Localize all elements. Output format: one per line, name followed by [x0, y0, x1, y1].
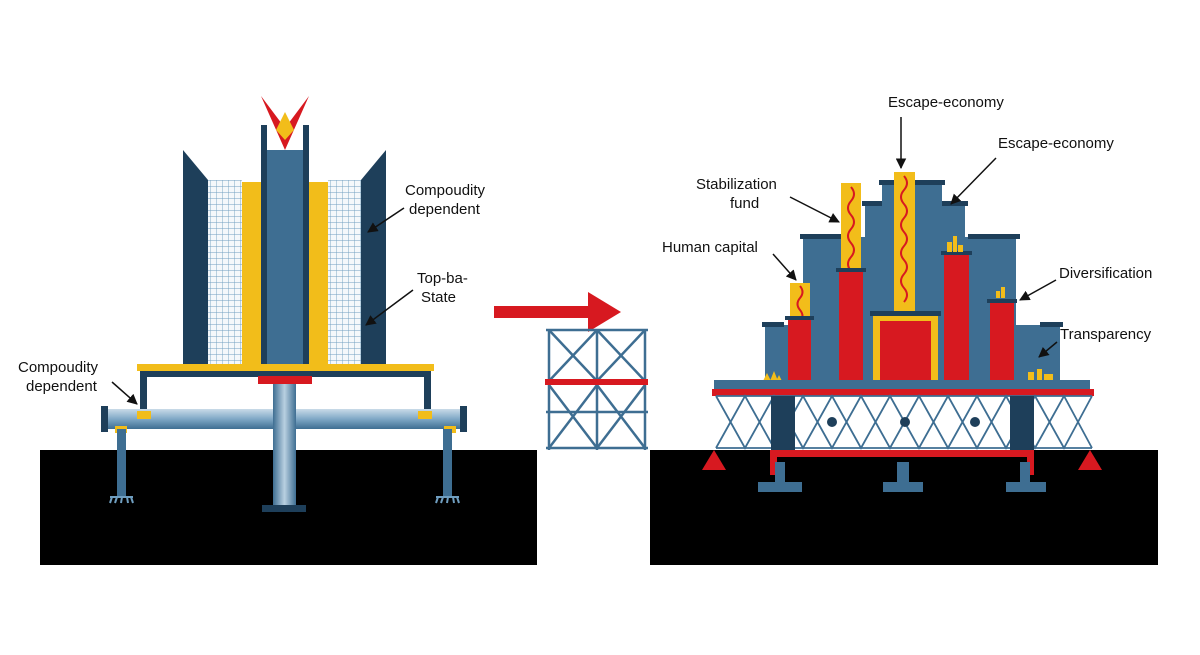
- flame-core: [276, 112, 294, 140]
- left-leg: [117, 429, 126, 497]
- tower-yellow-center: [894, 172, 915, 312]
- tier-mid-cap-right: [968, 234, 1020, 239]
- label-stabilization-line1: Stabilization: [696, 176, 777, 193]
- red-support-right: [1078, 450, 1102, 470]
- deck-frame-right: [424, 371, 431, 415]
- red-column-left-mid-cap: [836, 268, 866, 272]
- pipe-flange-right: [460, 406, 467, 432]
- base-frame-top: [770, 450, 1034, 457]
- truss-node-1: [827, 417, 837, 427]
- joint-left: [137, 411, 151, 419]
- label-stabilization: Stabilization fund: [696, 176, 840, 223]
- platform-red-rail: [712, 389, 1094, 396]
- label-top-state-line1: Top-ba-: [417, 270, 468, 287]
- label-human-capital: Human capital: [662, 239, 797, 281]
- left-structure: [101, 96, 467, 512]
- red-support-left: [702, 450, 726, 470]
- left-wing-panel: [183, 150, 208, 365]
- label-escape-top-text: Escape-economy: [888, 94, 1004, 111]
- label-stabilization-line2: fund: [730, 195, 759, 212]
- label-commodity-bottom-line2: dependent: [26, 378, 98, 395]
- central-tower-rim-right: [303, 125, 309, 365]
- tier-mid-cap-left: [800, 234, 842, 239]
- gold-icon-small: [996, 287, 1005, 298]
- foot-center: [883, 462, 923, 492]
- tower-yellow-left: [841, 183, 861, 271]
- red-column-right: [990, 302, 1014, 383]
- label-transparency-text: Transparency: [1060, 326, 1152, 343]
- base-frame-left: [770, 450, 777, 475]
- left-grid-panel: [208, 180, 242, 365]
- leader-commodity-bottom: [111, 381, 138, 405]
- label-top-state: Top-ba- State: [365, 270, 468, 326]
- joint-right: [418, 411, 432, 419]
- pipe-flange-left: [101, 406, 108, 432]
- right-foot: [435, 496, 460, 504]
- red-column-left-mid: [839, 271, 863, 383]
- gold-icon-left: [763, 371, 782, 381]
- right-arrow-icon: [494, 292, 621, 332]
- red-bearing: [258, 376, 312, 384]
- leader-human-capital: [772, 253, 797, 281]
- red-column-right-cap: [987, 299, 1017, 303]
- leader-escape-right: [950, 157, 997, 205]
- truss-column-left: [771, 396, 795, 450]
- right-yellow-column: [309, 182, 328, 365]
- red-column-left: [788, 319, 811, 383]
- central-gate-cap: [870, 311, 941, 316]
- squiggle-left: [847, 186, 855, 272]
- leader-diversification: [1019, 279, 1057, 301]
- central-post-base: [262, 505, 306, 512]
- base-frame-right: [1027, 450, 1034, 475]
- central-tower-rim-left: [261, 125, 267, 365]
- left-yellow-column: [242, 182, 261, 365]
- leader-commodity-top: [367, 207, 405, 233]
- right-leg: [443, 429, 452, 497]
- foot-right: [1006, 462, 1046, 492]
- squiggle-center: [900, 175, 908, 303]
- deck-frame-top: [140, 371, 431, 377]
- red-column-right-mid: [944, 254, 969, 383]
- tier-upper-cap-left: [862, 201, 882, 206]
- label-transparency: Transparency: [1038, 326, 1152, 358]
- right-structure: [702, 172, 1102, 492]
- leader-stabilization: [789, 196, 840, 223]
- leader-top-state: [365, 289, 414, 326]
- scaffold-icon: [545, 328, 648, 450]
- central-post: [273, 384, 296, 509]
- label-escape-right-text: Escape-economy: [998, 135, 1114, 152]
- label-escape-top: Escape-economy: [888, 94, 1004, 170]
- label-commodity-bottom: Compoudity dependent: [18, 359, 138, 405]
- label-escape-right: Escape-economy: [950, 135, 1114, 205]
- gold-icon-right: [1028, 369, 1053, 381]
- gold-icon-column: [947, 236, 963, 252]
- tier-outer-left-cap: [762, 322, 784, 327]
- label-human-capital-text: Human capital: [662, 239, 758, 256]
- truss-node-2: [900, 417, 910, 427]
- label-top-state-line2: State: [421, 289, 456, 306]
- left-foot: [109, 496, 134, 504]
- right-grid-panel: [328, 180, 361, 365]
- truss-node-3: [970, 417, 980, 427]
- red-column-right-mid-cap: [941, 251, 972, 255]
- central-gate: [880, 321, 931, 383]
- upper-deck: [137, 364, 434, 371]
- label-diversification-text: Diversification: [1059, 265, 1152, 282]
- central-tower: [261, 150, 309, 365]
- red-column-left-cap: [785, 316, 814, 320]
- label-commodity-top: Compoudity dependent: [367, 182, 486, 233]
- label-commodity-bottom-line1: Compoudity: [18, 359, 99, 376]
- label-diversification: Diversification: [1019, 265, 1152, 301]
- tier-outer-right-cap: [1040, 322, 1063, 327]
- label-commodity-top-line1: Compoudity: [405, 182, 486, 199]
- platform-deck: [714, 380, 1090, 390]
- tower-yellow-small: [790, 283, 810, 321]
- truss-column-right: [1010, 396, 1034, 450]
- leader-transparency: [1038, 341, 1058, 358]
- label-commodity-top-line2: dependent: [409, 201, 481, 218]
- right-wing-panel: [361, 150, 386, 365]
- deck-frame-left: [140, 371, 147, 415]
- foot-left: [758, 462, 802, 492]
